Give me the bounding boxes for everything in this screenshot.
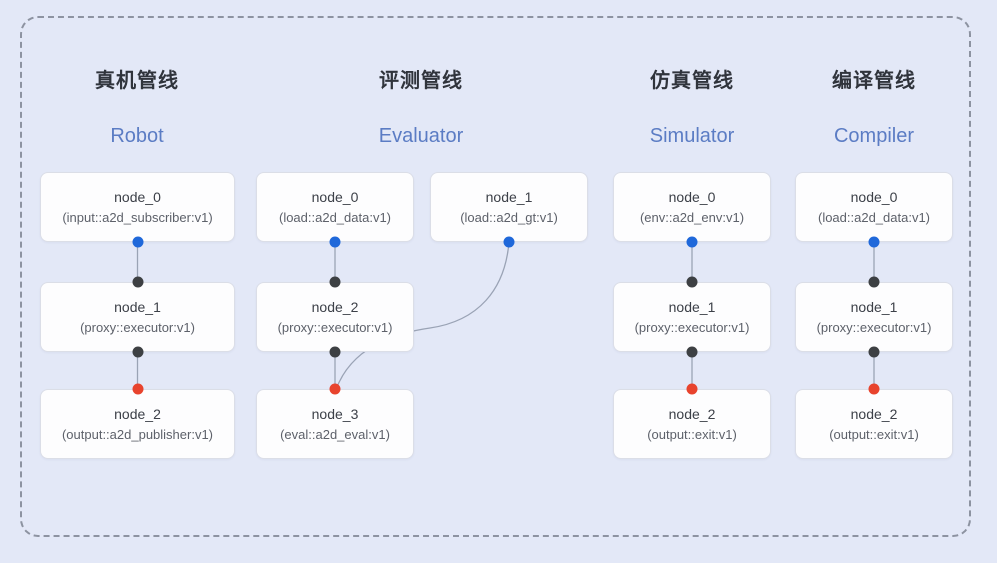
node-title: node_3 bbox=[311, 406, 359, 422]
node-title: node_2 bbox=[114, 406, 161, 422]
node-subtitle: (load::a2d_data:v1) bbox=[278, 210, 392, 225]
port-proxy-dot[interactable] bbox=[686, 276, 698, 288]
node-title: node_2 bbox=[311, 299, 359, 315]
node-title: node_0 bbox=[668, 189, 716, 205]
node-simulator-0[interactable]: node_0 (env::a2d_env:v1) bbox=[613, 172, 771, 242]
port-output-dot[interactable] bbox=[329, 236, 341, 248]
node-simulator-1[interactable]: node_1 (proxy::executor:v1) bbox=[613, 282, 771, 352]
edge-cross bbox=[336, 241, 510, 388]
port-input-dot[interactable] bbox=[132, 383, 143, 395]
node-evaluator-3[interactable]: node_3 (eval::a2d_eval:v1) bbox=[256, 389, 414, 459]
node-title: node_1 bbox=[485, 189, 533, 205]
node-subtitle: (load::a2d_gt:v1) bbox=[460, 210, 558, 225]
port-output-dot[interactable] bbox=[503, 236, 515, 248]
node-subtitle: (proxy::executor:v1) bbox=[277, 320, 393, 335]
port-proxy-dot[interactable] bbox=[686, 346, 698, 358]
port-proxy-dot[interactable] bbox=[132, 276, 143, 288]
port-output-dot[interactable] bbox=[868, 236, 880, 248]
port-proxy-dot[interactable] bbox=[329, 276, 341, 288]
node-robot-0[interactable]: node_0 (input::a2d_subscriber:v1) bbox=[40, 172, 235, 242]
dashed-frame bbox=[20, 16, 971, 537]
node-compiler-0[interactable]: node_0 (load::a2d_data:v1) bbox=[795, 172, 953, 242]
port-proxy-dot[interactable] bbox=[132, 346, 143, 358]
pipeline-title-zh-evaluator: 评测管线 bbox=[379, 70, 463, 92]
node-simulator-2[interactable]: node_2 (output::exit:v1) bbox=[613, 389, 771, 459]
port-proxy-dot[interactable] bbox=[868, 346, 880, 358]
pipeline-title-en-compiler: Compiler bbox=[833, 125, 915, 147]
node-title: node_1 bbox=[114, 299, 161, 315]
node-compiler-1[interactable]: node_1 (proxy::executor:v1) bbox=[795, 282, 953, 352]
port-input-dot[interactable] bbox=[868, 383, 880, 395]
node-subtitle: (load::a2d_data:v1) bbox=[817, 210, 931, 225]
port-input-dot[interactable] bbox=[686, 383, 698, 395]
port-proxy-dot[interactable] bbox=[868, 276, 880, 288]
node-evaluator-1[interactable]: node_1 (load::a2d_gt:v1) bbox=[430, 172, 588, 242]
node-title: node_0 bbox=[850, 189, 898, 205]
node-subtitle: (output::exit:v1) bbox=[647, 427, 737, 442]
node-compiler-2[interactable]: node_2 (output::exit:v1) bbox=[795, 389, 953, 459]
node-title: node_2 bbox=[850, 406, 898, 422]
pipeline-title-en-simulator: Simulator bbox=[649, 125, 735, 147]
port-output-dot[interactable] bbox=[132, 236, 143, 248]
pipeline-title-zh-robot: 真机管线 bbox=[95, 70, 179, 92]
node-subtitle: (env::a2d_env:v1) bbox=[639, 210, 745, 225]
port-proxy-dot[interactable] bbox=[329, 346, 341, 358]
node-robot-1[interactable]: node_1 (proxy::executor:v1) bbox=[40, 282, 235, 352]
node-subtitle: (output::exit:v1) bbox=[829, 427, 919, 442]
port-output-dot[interactable] bbox=[686, 236, 698, 248]
node-title: node_1 bbox=[668, 299, 716, 315]
pipeline-title-en-robot: Robot bbox=[110, 125, 164, 147]
node-subtitle: (proxy::executor:v1) bbox=[80, 320, 195, 335]
node-subtitle: (input::a2d_subscriber:v1) bbox=[62, 210, 213, 225]
node-evaluator-0[interactable]: node_0 (load::a2d_data:v1) bbox=[256, 172, 414, 242]
node-title: node_0 bbox=[311, 189, 359, 205]
node-title: node_2 bbox=[668, 406, 716, 422]
port-input-dot[interactable] bbox=[329, 383, 341, 395]
node-subtitle: (proxy::executor:v1) bbox=[816, 320, 932, 335]
pipeline-title-en-evaluator: Evaluator bbox=[378, 125, 464, 147]
node-title: node_1 bbox=[850, 299, 898, 315]
pipeline-title-zh-simulator: 仿真管线 bbox=[650, 70, 734, 92]
pipeline-title-zh-compiler: 编译管线 bbox=[832, 70, 916, 92]
node-title: node_0 bbox=[114, 189, 161, 205]
node-robot-2[interactable]: node_2 (output::a2d_publisher:v1) bbox=[40, 389, 235, 459]
node-subtitle: (eval::a2d_eval:v1) bbox=[280, 427, 390, 442]
node-subtitle: (output::a2d_publisher:v1) bbox=[61, 427, 214, 442]
node-subtitle: (proxy::executor:v1) bbox=[634, 320, 750, 335]
node-evaluator-2[interactable]: node_2 (proxy::executor:v1) bbox=[256, 282, 414, 352]
